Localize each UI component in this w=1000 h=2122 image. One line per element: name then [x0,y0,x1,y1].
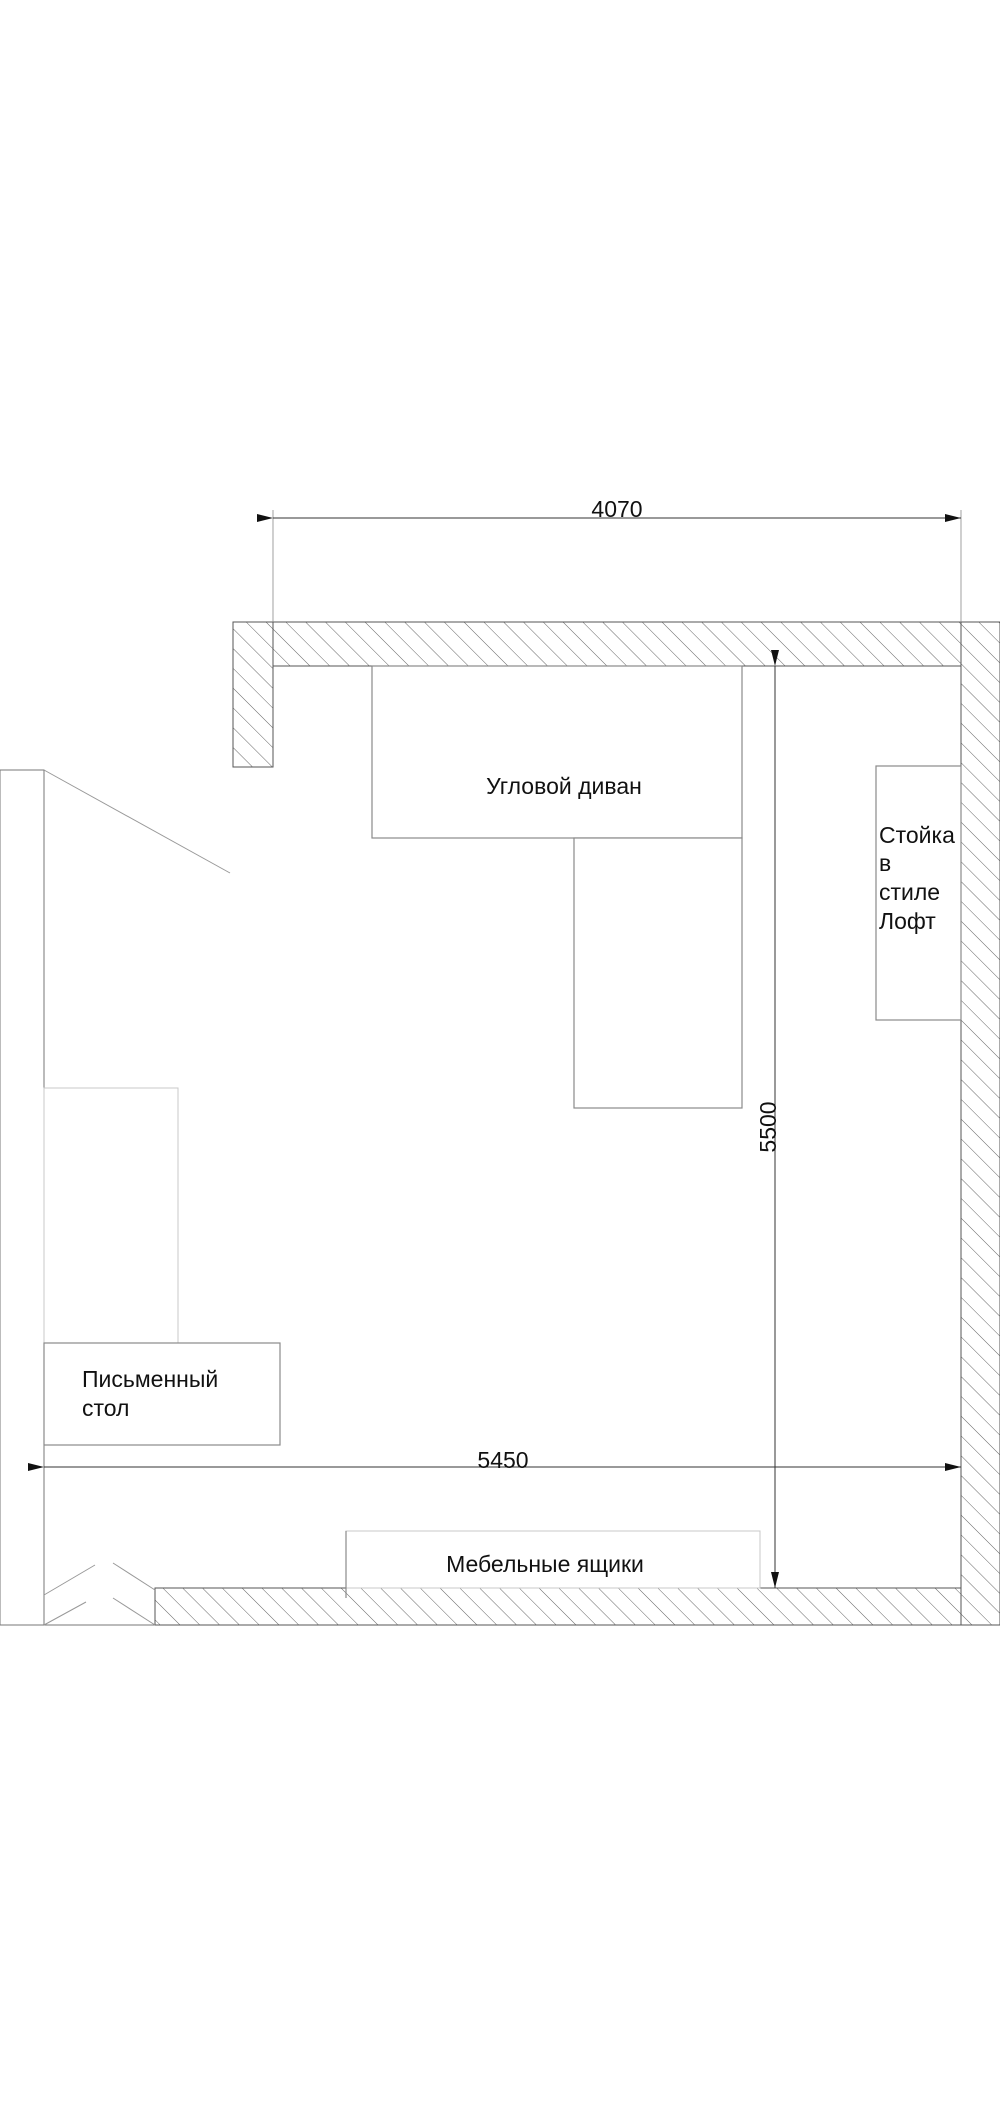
door-swing-line [43,769,231,874]
wall-left [0,769,45,1626]
loft-rack-line-4: Лофт [879,908,936,934]
dim-inner-value: 5450 [477,1447,528,1473]
loft-rack-line-3: стиле [879,879,940,905]
corner-sofa-top [371,665,743,839]
drawers-label: Мебельные ящики [446,1551,644,1577]
desk-line-2: стол [82,1395,129,1421]
corner-sofa-side [573,837,743,1109]
desk-label: Письменный стол [82,1366,225,1421]
desk-cabinet [43,1087,179,1344]
loft-rack-line-1: Стойка [879,822,955,848]
dim-height-value: 5500 [755,1101,781,1152]
corner-sofa-label: Угловой диван [486,773,642,799]
wall-right [960,621,1000,1626]
loft-rack-line-2: в [879,850,891,876]
loft-rack [875,765,962,1021]
loft-rack-label: Стойка в стиле Лофт [879,822,961,934]
furniture-drawers [345,1530,761,1589]
wall-top-left-stub [232,621,274,768]
door-chevron-left [43,1564,96,1626]
wall-bottom [154,1587,962,1626]
door-chevron-right [112,1562,156,1626]
desk-line-1: Письменный [82,1366,218,1392]
dim-top-value: 4070 [591,496,642,522]
writing-desk [43,1342,281,1446]
wall-top [272,621,962,667]
